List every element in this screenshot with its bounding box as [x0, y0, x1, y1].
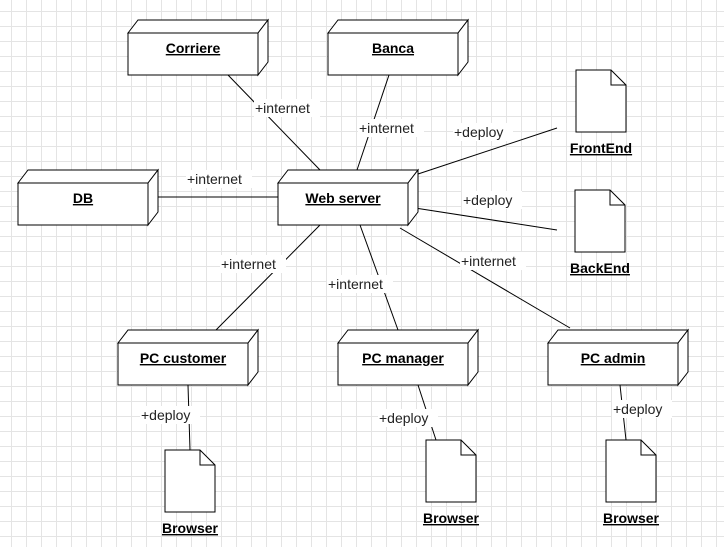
- node-pc-admin[interactable]: PC admin: [546, 328, 690, 387]
- node-corriere[interactable]: Corriere: [126, 18, 270, 77]
- artifact-frontend[interactable]: FrontEnd: [570, 69, 632, 156]
- artifact-frontend-label: FrontEnd: [570, 140, 632, 156]
- edge-label-web-customer: +internet: [221, 256, 276, 272]
- edge-web-admin: [399, 227, 571, 329]
- node-db-label: DB: [73, 190, 93, 206]
- document-icon: [425, 439, 477, 503]
- artifact-backend[interactable]: BackEnd: [570, 189, 630, 276]
- artifact-browser-customer[interactable]: Browser: [162, 449, 219, 536]
- node-pc-manager[interactable]: PC manager: [336, 328, 480, 387]
- node-pc-admin-label: PC admin: [581, 350, 646, 366]
- node-banca-label: Banca: [372, 40, 414, 56]
- edge-label-db-web: +internet: [187, 171, 242, 187]
- artifact-browser-customer-label: Browser: [162, 520, 219, 536]
- artifact-browser-admin[interactable]: Browser: [603, 439, 660, 526]
- node-pc-customer[interactable]: PC customer: [116, 328, 260, 387]
- edge-label-web-backend: +deploy: [463, 192, 512, 208]
- node-web-server-label: Web server: [305, 190, 381, 206]
- artifact-browser-manager-label: Browser: [423, 510, 480, 526]
- document-icon: [605, 439, 657, 503]
- edge-label-web-frontend: +deploy: [454, 124, 503, 140]
- document-icon: [575, 69, 627, 133]
- node-banca[interactable]: Banca: [326, 18, 470, 77]
- node-corriere-label: Corriere: [166, 40, 221, 56]
- edge-label-web-admin: +internet: [461, 253, 516, 269]
- edge-web-backend: [414, 207, 558, 231]
- edge-label-admin-browser: +deploy: [613, 401, 662, 417]
- node-pc-manager-label: PC manager: [362, 350, 444, 366]
- document-icon: [574, 189, 626, 253]
- edge-label-customer-browser: +deploy: [141, 407, 190, 423]
- edge-label-corriere-web: +internet: [255, 100, 310, 116]
- node-db[interactable]: DB: [16, 168, 160, 227]
- edge-web-customer: [215, 224, 321, 331]
- node-pc-customer-label: PC customer: [140, 350, 227, 366]
- edge-label-manager-browser: +deploy: [379, 410, 428, 426]
- node-web-server[interactable]: Web server: [276, 168, 420, 227]
- document-icon: [164, 449, 216, 513]
- artifact-browser-manager[interactable]: Browser: [423, 439, 480, 526]
- artifact-browser-admin-label: Browser: [603, 510, 660, 526]
- edge-corriere-web: [227, 74, 321, 171]
- edge-web-frontend: [414, 127, 558, 176]
- edge-label-web-manager: +internet: [328, 276, 383, 292]
- edge-label-banca-web: +internet: [359, 120, 414, 136]
- artifact-backend-label: BackEnd: [570, 260, 630, 276]
